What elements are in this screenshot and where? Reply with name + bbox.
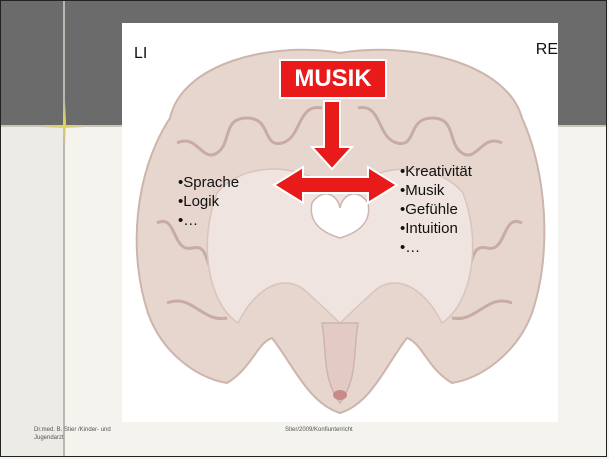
list-item: •Musik (400, 181, 472, 200)
brain-image-panel: LI RE MUSIK •Sprache •Logik •… •Kreativi… (122, 23, 558, 422)
footer-author: Dr.med. B. Stier /Kinder- und Jugendarzt (34, 426, 174, 442)
cross-accent-horizontal (41, 125, 86, 128)
down-arrow-icon (312, 101, 352, 169)
list-item: •Sprache (178, 173, 239, 192)
right-hemisphere-list: •Kreativität •Musik •Gefühle •Intuition … (400, 162, 472, 257)
left-band (1, 126, 63, 457)
list-item: •Kreativität (400, 162, 472, 181)
list-item: •… (400, 238, 472, 257)
footer-center-text: Stier/2009/Konfiunterricht (285, 426, 353, 434)
list-item: •Gefühle (400, 200, 472, 219)
left-hemisphere-list: •Sprache •Logik •… (178, 173, 239, 230)
cross-accent-vertical (63, 101, 66, 146)
list-item: •Intuition (400, 219, 472, 238)
list-item: •Logik (178, 192, 239, 211)
list-item: •… (178, 211, 239, 230)
double-arrow-icon (274, 167, 397, 203)
footer-author-line2: Jugendarzt (34, 434, 174, 442)
footer-author-line1: Dr.med. B. Stier /Kinder- und (34, 426, 174, 434)
vertical-rule (63, 1, 65, 456)
